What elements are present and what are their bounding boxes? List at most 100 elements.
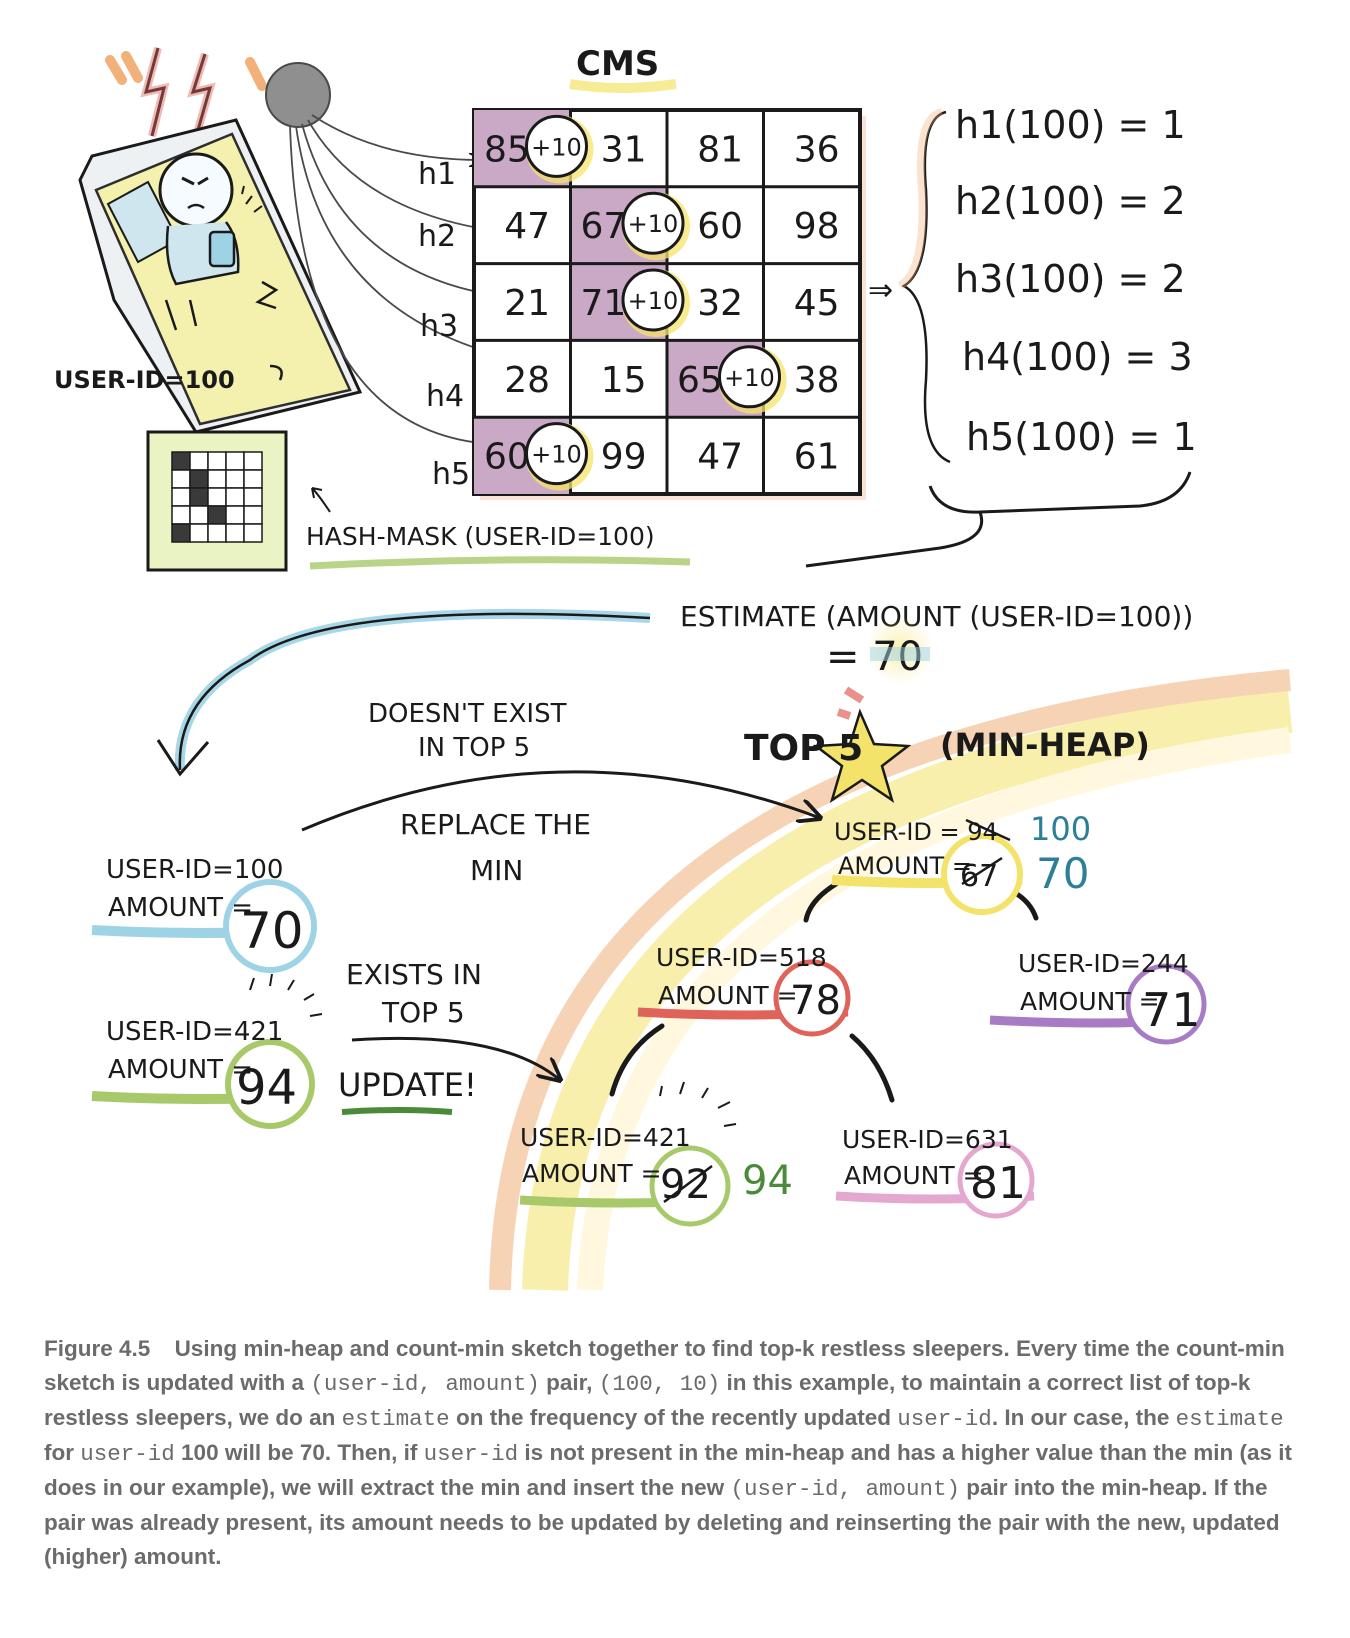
heap-root-new-user: 100	[1030, 810, 1091, 848]
caption-code-3: estimate	[341, 1406, 450, 1432]
cms-cell-value: 21	[504, 283, 550, 324]
cms-cell-value: 38	[794, 360, 840, 401]
hash-mask-label: HASH-MASK (USER-ID=100)	[306, 522, 655, 551]
caption-text-2: pair,	[546, 1370, 593, 1395]
caption-code-6: user-id	[80, 1441, 175, 1467]
mask-cell	[207, 487, 227, 507]
heap-421-amount-label: AMOUNT =	[522, 1159, 662, 1188]
increment-badge	[621, 191, 685, 255]
heap-244-user: USER-ID=244	[1018, 949, 1189, 978]
caption-text-7: 100 will be 70. Then, if	[181, 1440, 418, 1465]
hash-label-h2: h2	[418, 219, 456, 254]
cms-cell-value: 81	[697, 129, 743, 170]
cms-cell-value: 65	[677, 360, 723, 401]
heap-node-421: USER-ID=421 AMOUNT = 92 94	[519, 1081, 793, 1227]
cms-cell-value: 85	[484, 129, 530, 170]
mask-cell-set	[207, 505, 227, 525]
heap-node-root: USER-ID = 94 100 AMOUNT = 67 70	[831, 810, 1091, 915]
mask-cell-set	[189, 487, 209, 507]
mask-cell	[171, 487, 191, 507]
caption-text-3: in this example, to maintain a correct l…	[44, 1370, 1251, 1430]
cms-cell-value: 99	[601, 437, 647, 478]
cms-cell-value: 15	[601, 360, 647, 401]
heap-root-amount-label: AMOUNT =	[838, 852, 972, 880]
mask-cell-set	[189, 469, 209, 489]
heap-518-amount: 78	[790, 978, 841, 1024]
mask-cell	[243, 451, 263, 471]
caption-code-7: user-id	[423, 1441, 519, 1467]
incoming-node-421-amount-label: AMOUNT =	[108, 1055, 253, 1085]
hash-result-3: h3(100) = 2	[955, 257, 1186, 301]
increment-badge-label: +10	[724, 364, 775, 392]
cms-cell-value: 28	[504, 360, 550, 401]
heap-root-new-amount: 70	[1036, 849, 1089, 898]
heap-518-amount-label: AMOUNT =	[658, 981, 798, 1010]
incoming-node-421-amount: 94	[236, 1060, 297, 1116]
mask-cell	[225, 487, 245, 507]
mask-cell-set	[171, 523, 191, 543]
caption-code-1: (user-id, amount)	[310, 1371, 540, 1397]
mask-cell	[207, 469, 227, 489]
cms-title: CMS	[576, 44, 659, 84]
hash-label-h1: h1	[418, 157, 456, 192]
hash-result-2: h2(100) = 2	[955, 179, 1186, 223]
hash-label-h5: h5	[432, 457, 470, 492]
cms-cell-value: 71	[581, 283, 627, 324]
caption-label: Figure 4.5	[44, 1336, 151, 1361]
incoming-node-100: USER-ID=100 AMOUNT = 70	[91, 855, 317, 973]
incoming-node-100-amount-label: AMOUNT =	[108, 893, 253, 923]
hash-result-4: h4(100) = 3	[962, 335, 1193, 379]
caption-text-8: is not present in the min-heap and has a…	[44, 1440, 1293, 1500]
heap-631-amount: 81	[970, 1158, 1026, 1209]
heap-631-amount-label: AMOUNT =	[844, 1161, 984, 1190]
mask-cell	[189, 505, 209, 525]
increment-badge-label: +10	[628, 210, 679, 238]
mask-cell	[207, 523, 227, 543]
top5-star-icon	[812, 686, 912, 803]
cms-cell-value: 60	[484, 437, 530, 478]
mask-cell	[225, 523, 245, 543]
doesnt-exist-line-2: IN TOP 5	[418, 733, 530, 763]
increment-badge-label: +10	[531, 133, 582, 161]
mask-cell	[171, 505, 191, 525]
caption-code-2: (100, 10)	[598, 1371, 721, 1397]
heap-421-user: USER-ID=421	[520, 1123, 691, 1152]
mask-cell	[243, 469, 263, 489]
sleeper-illustration	[78, 46, 363, 434]
min-heap-label: (MIN-HEAP)	[940, 726, 1150, 764]
mask-cell	[243, 487, 263, 507]
heap-421-new-amount: 94	[742, 1158, 793, 1204]
update-label: UPDATE!	[338, 1066, 477, 1104]
heap-631-user: USER-ID=631	[842, 1125, 1013, 1154]
hash-label-h3: h3	[420, 309, 458, 344]
caption-text-4: on the frequency of the recently updated	[455, 1405, 892, 1430]
cms-cell-value: 61	[794, 437, 840, 478]
hash-result-1: h1(100) = 1	[955, 103, 1186, 147]
heap-node-518: USER-ID=518 AMOUNT = 78	[637, 943, 851, 1037]
user-id-label: USER-ID=100	[54, 366, 235, 394]
caption-code-8: (user-id, amount)	[730, 1476, 960, 1502]
incoming-node-100-amount: 70	[240, 902, 304, 960]
increment-badge-label: +10	[628, 287, 679, 315]
increment-badge-label: +10	[531, 441, 582, 469]
cms-cell-value: 60	[697, 206, 743, 247]
heap-edges	[609, 881, 1039, 1103]
mask-cell	[225, 451, 245, 471]
cms-cell-value: 32	[697, 283, 743, 324]
estimate-line-1: ESTIMATE (AMOUNT (USER-ID=100))	[680, 600, 1193, 633]
increment-badge	[525, 422, 588, 486]
hash-label-h4: h4	[426, 379, 464, 414]
heap-node-244: USER-ID=244 AMOUNT = 71	[989, 949, 1207, 1045]
caption-text-6: for	[44, 1440, 74, 1465]
figure-caption: Figure 4.5 Using min-heap and count-min …	[44, 1332, 1312, 1574]
incoming-node-421-user: USER-ID=421	[106, 1017, 283, 1047]
heap-244-amount: 71	[1142, 983, 1201, 1037]
caption-code-4: user-id	[897, 1406, 992, 1432]
implies-arrow: ⇒	[868, 273, 893, 308]
incoming-node-100-user: USER-ID=100	[106, 855, 283, 885]
cms-cell-value: 47	[697, 437, 743, 478]
heap-518-user: USER-ID=518	[656, 943, 827, 972]
hash-results: h1(100) = 1 h2(100) = 2 h3(100) = 2 h4(1…	[955, 103, 1197, 459]
hash-result-5: h5(100) = 1	[966, 415, 1197, 459]
